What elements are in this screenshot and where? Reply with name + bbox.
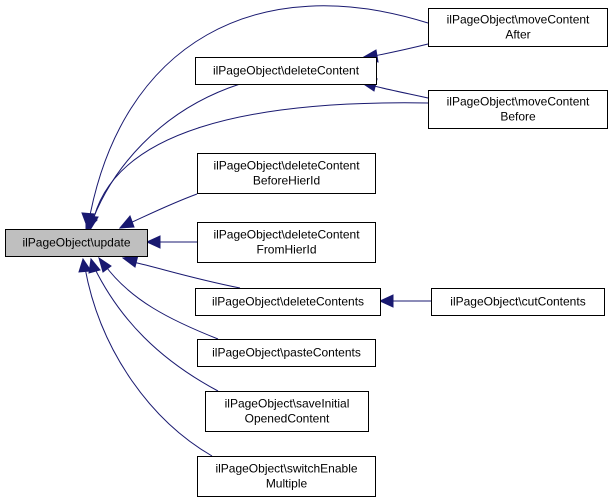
- node-box: [205, 391, 369, 432]
- node-label: ilPageObject\pasteContents: [212, 346, 361, 360]
- node-label: ilPageObject\update: [22, 236, 130, 250]
- node-label: ilPageObject\deleteContent: [213, 64, 360, 78]
- edge-line: [84, 267, 213, 457]
- edge-arrowhead: [88, 257, 101, 274]
- node-label: Multiple: [266, 477, 308, 491]
- edge-switchEnableMultiple-to-update: [78, 257, 213, 457]
- nodes-layer: ilPageObject\update ilPageObject\deleteCo…: [5, 8, 608, 497]
- node-label: FromHierId: [256, 243, 316, 257]
- edge-line: [93, 266, 219, 392]
- edge-line: [103, 263, 219, 340]
- node-label: ilPageObject\cutContents: [450, 295, 585, 309]
- edge-line: [89, 83, 241, 228]
- node-label: After: [505, 28, 530, 42]
- node-box: [197, 222, 376, 263]
- edge-arrowhead: [85, 215, 99, 232]
- node-box: [197, 153, 376, 194]
- node-box: [195, 57, 377, 85]
- edge-deleteContentFromHierId-to-update: [145, 235, 198, 249]
- edge-arrowhead: [378, 294, 394, 308]
- node-label: ilPageObject\deleteContent: [213, 228, 360, 242]
- node-label: ilPageObject\saveInitial: [225, 397, 350, 411]
- node-box: [5, 229, 148, 257]
- node-label: Before: [500, 110, 536, 124]
- edge-line: [373, 85, 429, 99]
- node-deleteContent[interactable]: ilPageObject\deleteContent: [195, 57, 377, 85]
- node-label: ilPageObject\moveContent: [447, 13, 590, 27]
- edge-line: [91, 102, 429, 227]
- node-label: BeforeHierId: [253, 174, 320, 188]
- node-box: [197, 456, 376, 497]
- node-box: [197, 339, 376, 367]
- node-label: ilPageObject\switchEnable: [215, 462, 357, 476]
- node-pasteContents[interactable]: ilPageObject\pasteContents: [197, 339, 376, 367]
- node-cutContents[interactable]: ilPageObject\cutContents: [431, 288, 605, 316]
- edge-line: [87, 5, 429, 227]
- edge-arrowhead: [145, 235, 161, 249]
- edge-arrowhead: [78, 257, 92, 273]
- edge-arrowhead: [118, 215, 135, 229]
- edge-moveContentAfter-to-update: [81, 5, 429, 231]
- edge-pasteContents-to-update: [98, 256, 219, 340]
- node-box: [431, 288, 605, 316]
- edge-line: [132, 261, 241, 289]
- edge-deleteContentBeforeHierId-to-update: [118, 193, 198, 229]
- node-label: ilPageObject\moveContent: [447, 95, 590, 109]
- edge-moveContentBefore-to-update: [85, 102, 429, 232]
- edge-cutContents-to-deleteContents: [378, 294, 432, 308]
- edge-line: [373, 43, 429, 57]
- edge-arrowhead: [98, 256, 112, 273]
- node-box: [428, 8, 608, 47]
- node-label: ilPageObject\deleteContents: [212, 295, 364, 309]
- node-update[interactable]: ilPageObject\update: [5, 229, 148, 257]
- node-label: ilPageObject\deleteContent: [213, 159, 360, 173]
- node-box: [195, 288, 381, 316]
- edge-saveInitialOpenedContent-to-update: [88, 257, 219, 392]
- node-deleteContents[interactable]: ilPageObject\deleteContents: [195, 288, 381, 316]
- edge-line: [127, 193, 198, 225]
- node-box: [428, 90, 608, 129]
- node-label: OpenedContent: [245, 412, 330, 426]
